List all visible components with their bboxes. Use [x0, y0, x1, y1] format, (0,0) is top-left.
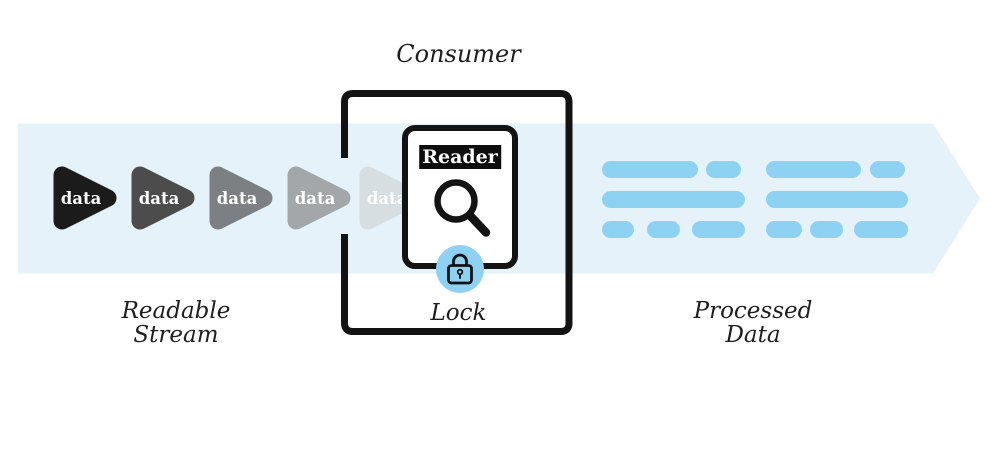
- data-chunk-shape: [131, 166, 195, 230]
- processed-data-bar: [766, 191, 908, 208]
- processed-data-bar: [870, 161, 905, 178]
- processed-data-bar: [602, 221, 634, 238]
- processed-data-caption: Processed Data: [643, 299, 863, 347]
- data-chunk-label: data: [367, 189, 408, 208]
- data-chunk-label: data: [139, 189, 180, 208]
- processed-data-bar: [766, 221, 802, 238]
- lock-badge: [436, 245, 484, 293]
- processed-data-bar: [602, 161, 698, 178]
- data-chunk-label: data: [295, 189, 336, 208]
- lock-body: [447, 264, 473, 285]
- readable-stream-caption: Readable Stream: [66, 299, 286, 347]
- data-chunk-3: data: [209, 166, 273, 230]
- data-chunk-2: data: [131, 166, 195, 230]
- data-chunk-shape: [359, 166, 423, 230]
- data-chunk-shape: [287, 166, 351, 230]
- data-chunk-5: data: [359, 166, 423, 230]
- lock-shackle: [452, 253, 468, 266]
- data-chunk-shape: [209, 166, 273, 230]
- magnifier-handle: [465, 210, 491, 237]
- data-chunk-shape: [53, 166, 117, 230]
- processed-data-bar: [692, 221, 745, 238]
- reader-label: Reader: [419, 145, 501, 169]
- consumer-box-border: [341, 90, 573, 335]
- processed-data-bar: [647, 221, 680, 238]
- readable-stream-caption-line1: Readable: [121, 298, 231, 324]
- readable-stream-caption-line2: Stream: [133, 322, 219, 348]
- processed-data-caption-line2: Data: [725, 322, 781, 348]
- processed-data-bar: [810, 221, 843, 238]
- magnifier-lens: [434, 179, 478, 223]
- lock-caption: Lock: [430, 300, 487, 326]
- processed-data-bar: [706, 161, 741, 178]
- processed-data-caption-line1: Processed: [693, 298, 813, 324]
- processed-data-bar: [854, 221, 908, 238]
- lock-icon: [447, 253, 473, 285]
- consumer-caption: Consumer: [396, 40, 521, 68]
- data-chunk-label: data: [61, 189, 102, 208]
- data-chunk-label: data: [217, 189, 258, 208]
- processed-data-bar: [766, 161, 861, 178]
- processed-data-bar: [602, 191, 745, 208]
- data-chunk-4: data: [287, 166, 351, 230]
- data-chunk-1: data: [53, 166, 117, 230]
- magnifier-icon: [434, 179, 491, 237]
